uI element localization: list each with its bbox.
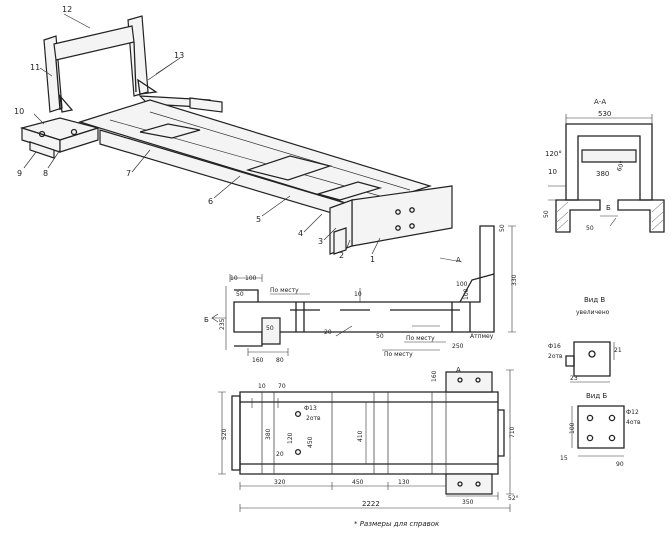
dim-380-plan: 380 <box>265 428 272 440</box>
dim-60deg: 60° <box>616 160 626 172</box>
dim-450-vert: 450 <box>307 436 314 448</box>
dim-160-plan: 160 <box>431 370 438 382</box>
dim-50-left: 50 <box>543 210 550 218</box>
dim-20: 20 <box>324 329 332 336</box>
detail-view-b: Вид Б Ф12 4отв 15 100 90 <box>560 392 641 468</box>
detail-v-title: Вид В <box>584 296 605 304</box>
dim-50-a: 50 <box>236 291 244 298</box>
callout-8: 8 <box>43 169 48 178</box>
view-b-marker: Б <box>606 204 611 212</box>
hole-count-2: 2отв <box>306 415 321 422</box>
dim-10-b: 10 <box>354 291 362 298</box>
detail-v-hole-count: 2отв <box>548 353 563 360</box>
dim-450: 450 <box>352 479 364 486</box>
dim-80: 80 <box>276 357 284 364</box>
detail-b-dim-100: 100 <box>569 422 576 434</box>
callout-2: 2 <box>339 251 344 260</box>
dim-410: 410 <box>357 430 364 442</box>
callout-11: 11 <box>30 63 40 72</box>
dim-10-plan: 10 <box>258 383 266 390</box>
note-atpmeu: Атпмеу <box>470 333 494 340</box>
dim-50-c: 50 <box>376 333 384 340</box>
note-po-mestu-3: По месту <box>384 351 413 358</box>
detail-v-dim-21: 21 <box>614 347 622 354</box>
detail-v-dim-23: 23 <box>570 375 578 382</box>
detail-v-hole-dia: Ф16 <box>548 343 561 350</box>
dim-100: 100 <box>245 275 257 282</box>
note-po-mestu-2: По месту <box>406 335 435 342</box>
detail-b-title: Вид Б <box>586 392 607 400</box>
dim-320: 320 <box>274 479 286 486</box>
reference-footnote: * Размеры для справок <box>354 520 440 528</box>
dim-710: 710 <box>509 426 516 438</box>
view-b-arrow-label: Б <box>204 316 209 324</box>
callout-10-left: 10 <box>14 107 24 116</box>
dim-235: 235 <box>219 318 226 330</box>
dim-350: 350 <box>462 499 474 506</box>
detail-view-v: Вид В увеличено Ф16 2отв 23 21 <box>548 296 622 383</box>
dim-10: 10 <box>548 168 557 176</box>
detail-b-hole-dia: Ф12 <box>626 409 639 416</box>
callout-3: 3 <box>318 237 323 246</box>
dim-50-b: 50 <box>266 325 274 332</box>
dim-70: 70 <box>278 383 286 390</box>
dim-380: 380 <box>596 170 609 178</box>
callout-7: 7 <box>126 169 131 178</box>
dim-100-b: 100 <box>463 288 470 300</box>
callout-9: 9 <box>17 169 22 178</box>
dim-520: 520 <box>221 428 228 440</box>
detail-b-dim-15: 15 <box>560 455 568 462</box>
plan-view: 10 70 160 380 120 20 520 Ф13 2отв 450 41… <box>218 369 519 528</box>
note-po-mestu-1: По месту <box>270 287 299 294</box>
dim-130: 130 <box>398 479 410 486</box>
dim-50-bottom: 50 <box>586 225 594 232</box>
dim-2222: 2222 <box>362 500 380 508</box>
dim-120: 120 <box>287 432 294 444</box>
dim-120deg: 120° <box>545 150 562 158</box>
dim-530: 530 <box>598 110 611 118</box>
dim-330: 330 <box>511 274 518 286</box>
dim-10-a: 10 <box>230 275 238 282</box>
hole-dia-13: Ф13 <box>304 405 317 412</box>
callout-5: 5 <box>256 215 261 224</box>
section-title: А-А <box>594 98 606 106</box>
section-marker-a-bottom: A <box>456 366 461 374</box>
callout-labels: 1 2 3 4 5 6 7 8 9 10 10 11 12 13 <box>14 5 375 264</box>
dim-20-plan: 20 <box>276 451 284 458</box>
callout-1: 1 <box>370 255 375 264</box>
dim-160: 160 <box>252 357 264 364</box>
side-elevation-view: 10 100 50 235 160 50 80 10 20 50 100 100… <box>204 224 518 374</box>
dim-52: 52° <box>508 495 519 502</box>
detail-v-subtitle: увеличено <box>576 309 610 316</box>
dim-50-d: 50 <box>499 224 506 232</box>
dim-100-a: 100 <box>456 281 468 288</box>
detail-b-hole-count: 4отв <box>626 419 641 426</box>
callout-4: 4 <box>298 229 303 238</box>
callout-6: 6 <box>208 197 213 206</box>
dim-250: 250 <box>452 343 464 350</box>
callout-13: 13 <box>174 51 184 60</box>
detail-b-dim-90: 90 <box>616 461 624 468</box>
isometric-frame-view <box>19 13 453 255</box>
section-a-a-view: А-А 530 120° 10 380 60° 50 50 Б <box>543 98 665 233</box>
callout-12: 12 <box>62 5 72 14</box>
section-marker-a-top: A <box>456 256 461 264</box>
